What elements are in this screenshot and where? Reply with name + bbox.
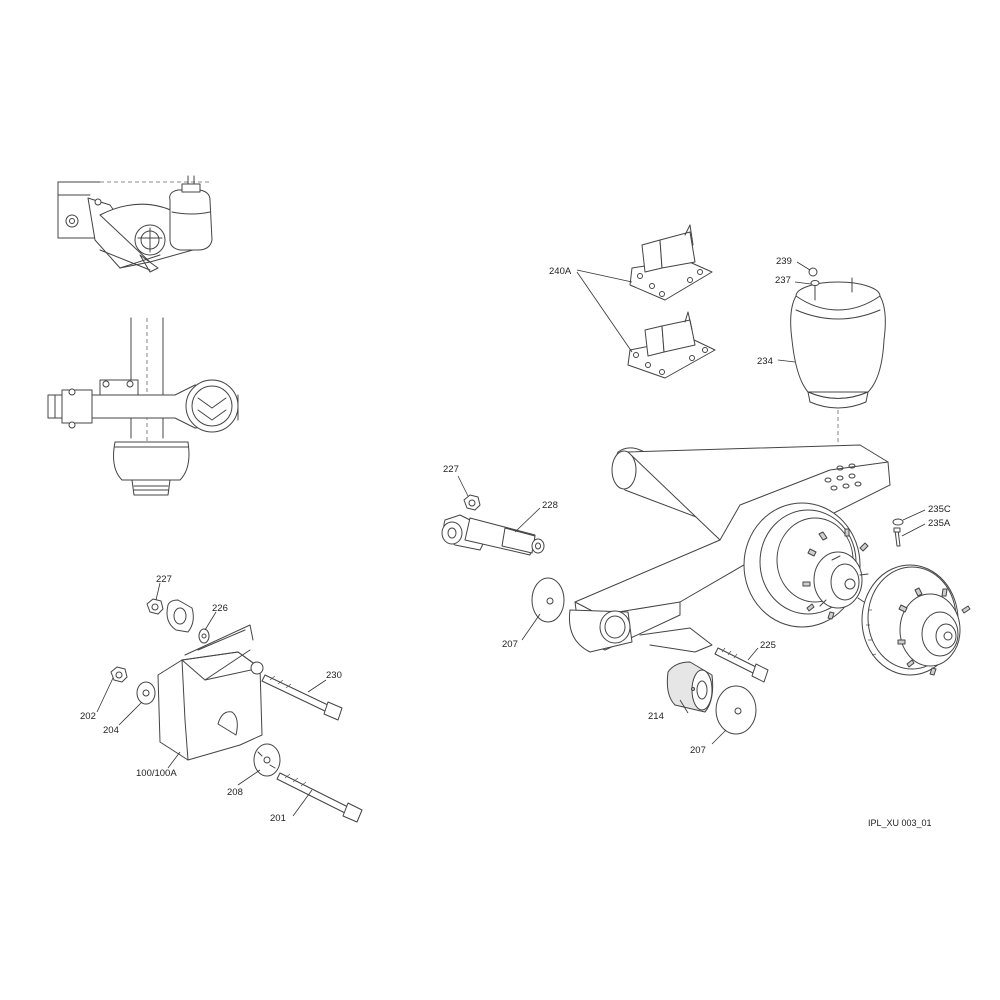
top-view-assembly: [47, 317, 239, 496]
lower-bracket-240a: [627, 311, 716, 379]
callout-239: 239: [776, 256, 792, 267]
callout-230: 230: [326, 670, 342, 681]
callout-227-right: 227: [443, 464, 459, 475]
callout-204: 204: [103, 725, 119, 736]
callout-100-100a: 100/100A: [136, 768, 177, 779]
callout-226: 226: [212, 603, 228, 614]
callout-207-lower: 207: [690, 745, 706, 756]
brake-disc-hub: [861, 564, 971, 676]
upper-bracket-240a: [629, 224, 713, 301]
washer-207-upper: [531, 577, 565, 623]
trailing-arm-axle: [568, 444, 891, 653]
air-spring-234: [790, 267, 886, 455]
callout-227-left: 227: [156, 574, 172, 585]
callout-235c: 235C: [928, 504, 951, 515]
callout-235a: 235A: [928, 518, 951, 529]
lower-left-exploded: [110, 598, 363, 823]
side-view-assembly: [57, 175, 213, 273]
callout-202: 202: [80, 711, 96, 722]
callout-234: 234: [757, 356, 773, 367]
fasteners-235: [892, 518, 904, 547]
callout-228: 228: [542, 500, 558, 511]
callout-214: 214: [648, 711, 664, 722]
bushing-214: [666, 661, 714, 713]
callout-208: 208: [227, 787, 243, 798]
callout-labels: 227 226 230 202 204 100/100A 208 201 240…: [80, 256, 951, 824]
callout-237: 237: [775, 275, 791, 286]
callout-201: 201: [270, 813, 286, 824]
bolt-225: [714, 647, 769, 683]
callout-207-upper: 207: [502, 639, 518, 650]
shock-absorber-228: [441, 494, 545, 556]
callout-225: 225: [760, 640, 776, 651]
leader-lines: [96, 261, 926, 817]
figure-id: IPL_XU 003_01: [868, 818, 932, 828]
washer-207-lower: [715, 685, 757, 735]
callout-240a: 240A: [549, 266, 572, 277]
